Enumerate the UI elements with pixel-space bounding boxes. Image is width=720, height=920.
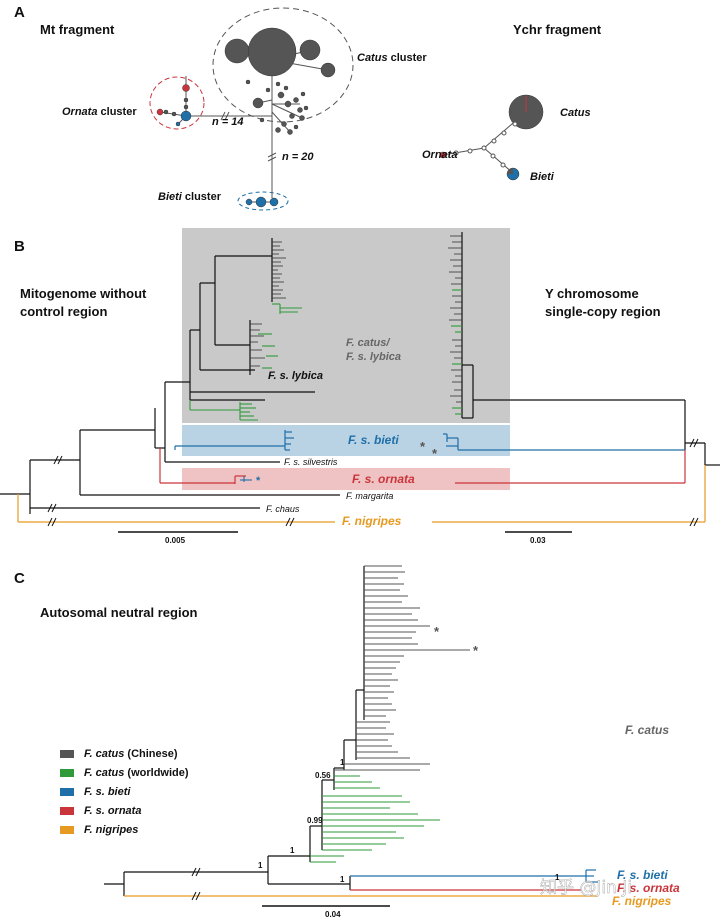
n14-label: n = 14 [212,116,244,128]
legend-swatch [60,788,74,796]
mt-network-edges [159,49,329,203]
bieti-clade-label: F. s. bieti [348,433,399,447]
legend-label: F. catus (worldwide) [84,767,189,779]
margarita-tip-label: F. margarita [346,491,393,501]
ornata-cluster-outline [149,76,205,130]
support-1-c: 1 [258,861,263,870]
ornata-asterisk: * [256,475,261,487]
support-1-e: 1 [555,873,560,882]
autosomal-title: Autosomal neutral region [40,605,198,620]
support-1-b: 1 [290,846,295,855]
panel-a: A Mt fragment Ychr fragment [14,4,602,211]
legend-swatch [60,750,74,758]
n20-label: n = 20 [282,151,314,163]
mito-scale-label: 0.005 [165,536,186,545]
support-1-d: 1 [340,875,345,884]
legend-swatch [60,769,74,777]
ychromosome-tree [432,232,720,527]
ychr-bieti-asterisk-2: * [432,446,438,461]
ychr-catus-label: Catus [560,107,591,119]
catus-clade-label: F. catus [625,723,669,737]
ornata-tip-label-c: F. s. ornata [617,881,680,895]
support-099: 0.99 [307,816,323,825]
catus-cluster-label: Catus cluster [357,52,427,64]
support-1-a: 1 [340,758,345,767]
autosomal-scale-label: 0.04 [325,910,341,919]
lybica-tip-label: F. s. lybica [268,370,323,382]
legend-swatch [60,826,74,834]
nigripes-tip-label-c: F. nigripes [612,894,672,908]
panel-c: C Autosomal neutral region [14,565,680,919]
panel-c-label: C [14,570,25,587]
mt-break-marks [220,111,277,162]
chaus-tip-label: F. chaus [266,504,300,514]
ornata-shade [182,468,510,490]
legend-label: F. catus (Chinese) [84,748,178,760]
autosomal-asterisk-2: * [473,643,479,658]
catus-haplotype-nodes [224,27,336,135]
legend-label: F. nigripes [84,824,138,836]
legend-swatch [60,807,74,815]
bieti-tip-label-c: F. s. bieti [617,868,668,882]
bieti-shade [182,425,510,456]
bieti-cluster-label: Bieti cluster [158,191,222,203]
nigripes-tip-label: F. nigripes [342,514,402,528]
catus-lybica-label-line1: F. catus/ [346,337,391,349]
bieti-haplotype-nodes [245,196,279,208]
ychr-network [439,94,544,181]
legend-label: F. s. bieti [84,786,131,798]
panel-b: B Mitogenome without control region Y ch… [0,228,720,545]
catus-lybica-label-line2: F. s. lybica [346,351,401,363]
mitogenome-tree [0,238,340,527]
mt-fragment-title: Mt fragment [40,22,115,37]
panel-b-label: B [14,238,25,255]
mitogenome-title-line2: control region [20,304,107,319]
ornata-clade-label: F. s. ornata [352,472,415,486]
ychr-bieti-asterisk-1: * [420,439,426,454]
autosomal-tree [104,565,598,901]
ychr-scale-label: 0.03 [530,536,546,545]
ychr-fragment-title: Ychr fragment [513,22,602,37]
ychromosome-title-line2: single-copy region [545,304,661,319]
autosomal-asterisk-1: * [434,624,440,639]
mitogenome-title-line1: Mitogenome without [20,286,147,301]
ychr-ornata-node [439,151,447,159]
support-056: 0.56 [315,771,331,780]
ychr-bieti-label: Bieti [530,171,555,183]
ychromosome-title-line1: Y chromosome [545,286,639,301]
panel-a-label: A [14,4,25,21]
ychr-ornata-label: Ornata [422,149,457,161]
ornata-cluster-label: Ornata cluster [62,106,137,118]
ornata-haplotype-nodes [156,84,192,127]
watermark: 知乎 @Jin Ji [540,878,632,898]
legend-label: F. s. ornata [84,805,141,817]
silvestris-tip-label: F. s. silvestris [284,457,338,467]
catus-cluster-outline [212,7,354,123]
legend: F. catus (Chinese) F. catus (worldwide) F.… [60,748,189,836]
bieti-cluster-outline [237,191,289,211]
